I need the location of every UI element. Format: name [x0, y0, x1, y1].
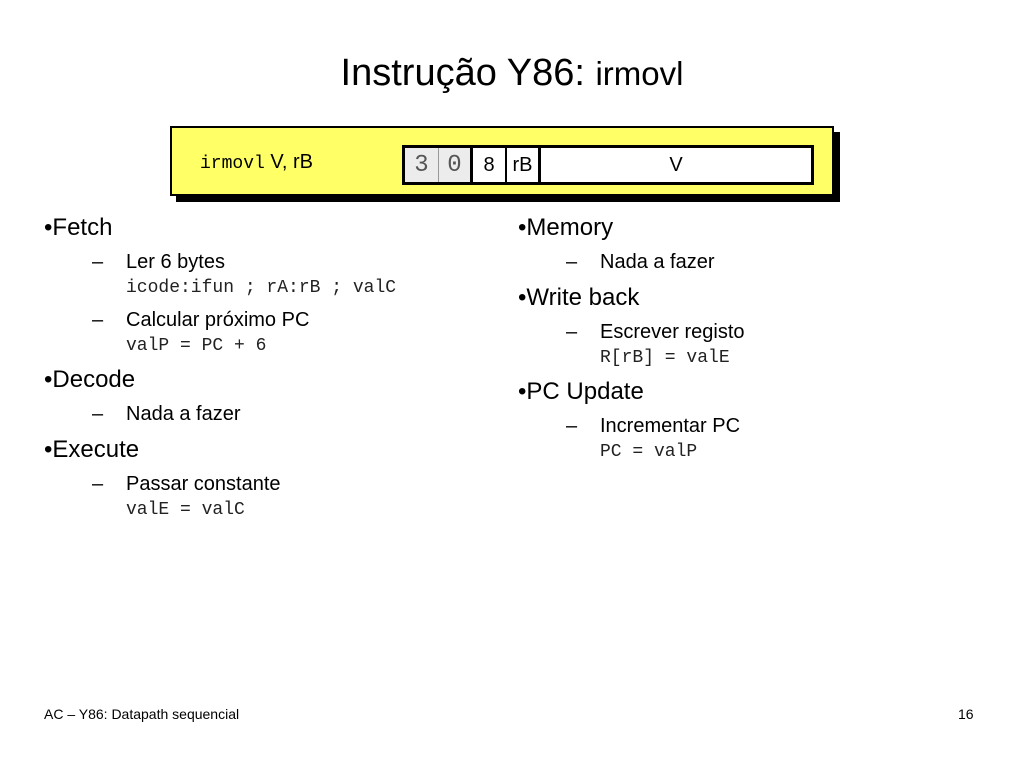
stage-heading: •Execute: [44, 436, 140, 463]
step-code: valP = PC + 6: [126, 336, 267, 356]
stage-heading: •Decode: [44, 366, 136, 393]
step-code: PC = valP: [600, 442, 698, 462]
slide-title-instruction: irmovl: [595, 55, 684, 92]
step-description: Incrementar PC: [600, 415, 741, 437]
stage: •Decode –Nada a fazer: [44, 364, 484, 428]
stage-heading: •PC Update: [518, 378, 644, 405]
field-icode: 3: [405, 148, 439, 182]
stage-heading: •Write back: [518, 284, 640, 311]
stage: •Execute –Passar constante valE = valC: [44, 434, 484, 522]
field-rb: rB: [507, 148, 541, 182]
step-description: Ler 6 bytes: [126, 251, 225, 273]
field-v: V: [669, 153, 683, 176]
step-description: Calcular próximo PC: [126, 309, 310, 331]
instruction-operands: V, rB: [264, 151, 313, 173]
step-bullet: –: [92, 251, 104, 273]
step-code: valE = valC: [126, 500, 245, 520]
stage-step: –Passar constante valE = valC: [92, 470, 484, 522]
footer-text: AC – Y86: Datapath sequencial: [44, 706, 240, 722]
stage-step: –Nada a fazer: [566, 248, 978, 276]
step-description: Nada a fazer: [126, 403, 241, 425]
page-number: 16: [958, 706, 974, 722]
stage-step: –Ler 6 bytes icode:ifun ; rA:rB ; valC: [92, 248, 484, 300]
step-code: icode:ifun ; rA:rB ; valC: [126, 278, 397, 298]
step-bullet: –: [566, 251, 578, 273]
stage-heading: •Memory: [518, 214, 614, 241]
stage: •PC Update –Incrementar PC PC = valP: [518, 376, 978, 464]
slide-title: Instrução Y86: irmovl: [0, 50, 1024, 97]
stage-step: –Incrementar PC PC = valP: [566, 412, 978, 464]
step-bullet: –: [92, 473, 104, 495]
step-description: Nada a fazer: [600, 251, 715, 273]
instruction-syntax: irmovl V, rB: [200, 150, 313, 176]
step-bullet: –: [566, 415, 578, 437]
step-description: Escrever registo: [600, 321, 745, 343]
encoding-fields: 3 0 8 rB V: [402, 145, 814, 185]
field-ra: 8: [473, 148, 507, 182]
stage-heading: •Fetch: [44, 214, 113, 241]
instruction-encoding-box: irmovl V, rB 3 0 8 rB V: [170, 126, 834, 196]
step-code: R[rB] = valE: [600, 348, 730, 368]
right-column: •Memory–Nada a fazer•Write back–Escrever…: [518, 212, 978, 470]
stage-step: –Calcular próximo PC valP = PC + 6: [92, 306, 484, 358]
step-description: Passar constante: [126, 473, 281, 495]
field-ifun: 0: [439, 148, 473, 182]
step-bullet: –: [92, 309, 104, 331]
step-bullet: –: [92, 403, 104, 425]
instruction-mnemonic: irmovl: [200, 154, 265, 174]
stage-step: –Nada a fazer: [92, 400, 484, 428]
slide-title-main: Instrução Y86:: [340, 52, 596, 94]
step-bullet: –: [566, 321, 578, 343]
stage: •Memory –Nada a fazer: [518, 212, 978, 276]
